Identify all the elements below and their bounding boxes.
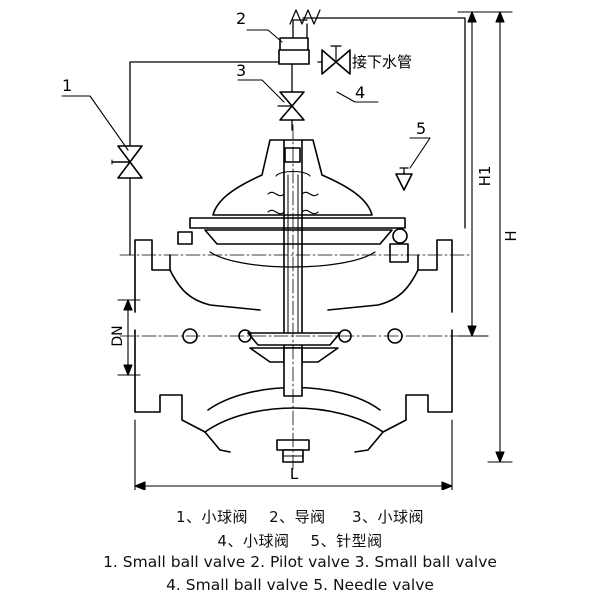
callout-1-label: 1 — [62, 76, 72, 95]
dimension-h1-label: H1 — [476, 166, 494, 187]
valve-drawing: 1 2 3 4 5 接下水管 H1 H DN L — [61, 9, 520, 490]
legend-cn-line-1: 1、小球阀 2、导阀 3、小球阀 — [175, 508, 425, 526]
callout-3-label: 3 — [236, 61, 246, 80]
dimension-h-label: H — [502, 230, 520, 241]
drain-pipe-label: 接下水管 — [352, 53, 412, 71]
legend-cn-line-2: 4、小球阀 5、针型阀 — [217, 532, 383, 550]
legend-en-line-1: 1. Small ball valve 2. Pilot valve 3. Sm… — [103, 553, 497, 571]
callout-5-label: 5 — [416, 119, 426, 138]
pilot-spring-icon — [289, 9, 321, 25]
ball-valve-3-icon — [277, 91, 305, 121]
dimension-dn-label: DN — [110, 325, 126, 346]
ball-valve-4-icon — [321, 45, 351, 75]
callout-leaders — [61, 29, 431, 169]
dimension-l-label: L — [290, 465, 299, 483]
ball-valve-1-icon — [111, 145, 143, 179]
legend-en-line-2: 4. Small ball valve 5. Needle valve — [166, 576, 434, 594]
dimension-lines — [117, 11, 513, 490]
pilot-valve-icon — [278, 37, 310, 65]
needle-valve-icon — [395, 167, 413, 191]
center-lines — [119, 124, 471, 471]
callout-2-label: 2 — [236, 9, 246, 28]
callout-4-label: 4 — [355, 83, 365, 102]
